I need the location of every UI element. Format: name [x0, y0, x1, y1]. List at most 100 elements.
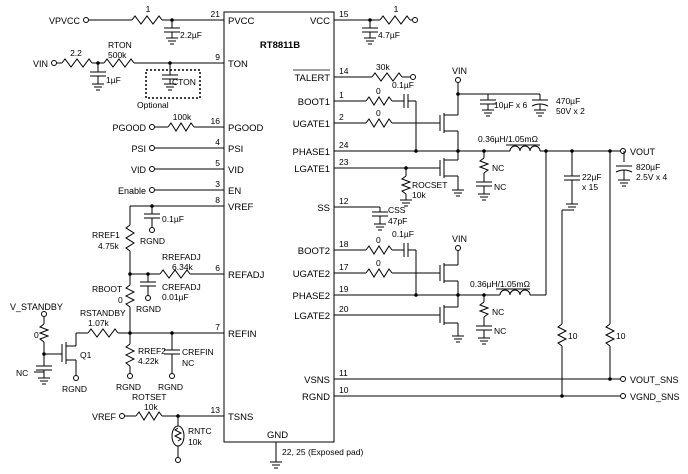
pin-num-ss: 12 — [339, 196, 349, 206]
pin-label-lgate1: LGATE1 — [294, 164, 330, 175]
c-vin-value: 1µF — [106, 75, 121, 85]
cboot1-capacitor — [403, 94, 409, 108]
rntc-thermistor-body — [171, 425, 185, 447]
rugate2-value: 0 — [376, 258, 381, 268]
rref1-name: RREF1 — [92, 230, 120, 240]
c-vref-rgnd-label: RGND — [140, 236, 165, 246]
pin-label-ugate1: UGATE1 — [293, 119, 330, 130]
rocset-value: 10k — [412, 190, 426, 200]
q1-rgnd-label: RGND — [62, 384, 87, 394]
r-pvcc-resistor — [131, 15, 163, 25]
c-out-ceramic-ground — [566, 203, 578, 211]
cin-bulk-rating: 50V x 2 — [556, 106, 585, 116]
pin-label-tsns: TSNS — [228, 412, 253, 423]
pin-num-gnd: 22, 25 (Exposed pad) — [282, 447, 363, 457]
cton-optional-box — [145, 69, 201, 99]
pin-label-psi: PSI — [228, 144, 243, 155]
c-out-ceramic-qty: x 15 — [582, 182, 598, 192]
right-pin-stubs — [334, 19, 362, 397]
vcc-input-terminal — [412, 17, 418, 23]
q-low-side-1 — [439, 151, 459, 190]
v-standby-label: V_STANDBY — [10, 302, 63, 312]
pin-num-en: 3 — [215, 179, 220, 189]
rntc-thermistor — [173, 427, 183, 442]
r-vsns-value: 10 — [616, 331, 626, 341]
pin-num-lgate1: 23 — [339, 157, 349, 167]
pin-label-vcc: VCC — [310, 16, 330, 27]
nc-snubber-r2 — [478, 301, 490, 318]
css-capacitor — [372, 211, 388, 217]
ic-body — [223, 11, 335, 443]
vgnd-sns-terminal — [620, 393, 626, 399]
c-vcc-capacitor — [362, 27, 378, 33]
rton-name: RTON — [108, 40, 132, 50]
enable-terminal — [149, 187, 155, 193]
r-vin-resistor — [61, 58, 93, 68]
pin-label-talert: TALERT — [294, 73, 330, 84]
rotset-name: ROTSET — [132, 392, 166, 402]
rref2-rgnd-label: RGND — [116, 382, 141, 392]
vout-terminal — [620, 148, 626, 154]
cton-optional-label: Optional — [137, 100, 169, 110]
c-pvcc-ground — [166, 37, 178, 45]
vid-label: VID — [131, 165, 147, 175]
pin-label-pvcc: PVCC — [228, 16, 255, 27]
r-q1-gate-resistor — [38, 323, 50, 343]
nc-snubber-r1 — [478, 157, 490, 174]
r-pgood-resistor — [167, 122, 195, 132]
pin-num-vcc: 15 — [339, 9, 349, 19]
vin-top1-label: VIN — [452, 66, 467, 76]
c-out-bulk-value: 820µF — [636, 162, 660, 172]
pin-label-refin: REFIN — [228, 329, 257, 340]
rocset-ground — [400, 199, 412, 207]
c-nc-q1-capacitor — [36, 365, 52, 371]
pin-label-boot1: BOOT1 — [298, 97, 330, 108]
pin-label-phase1: PHASE1 — [293, 147, 331, 158]
nc-snubber-c1 — [476, 181, 492, 187]
rref2-value: 4.22k — [138, 356, 160, 366]
vin-top1-terminal — [455, 77, 461, 83]
r-rgnd-resistor — [556, 323, 568, 347]
l1-inductor — [509, 145, 541, 152]
pin-label-ss: SS — [317, 203, 330, 214]
pgood-terminal — [149, 124, 155, 130]
nc-snubber-r1-label: NC — [492, 163, 504, 173]
pin-num-refadj: 6 — [215, 263, 220, 273]
rboot-value: 0 — [118, 295, 123, 305]
rotset-resistor — [135, 411, 163, 421]
q-low-side-1-ground — [452, 189, 464, 197]
r-pgood-value: 100k — [173, 112, 192, 122]
rboot1-resistor — [365, 96, 393, 106]
crefadj-rgnd-terminal — [145, 295, 151, 301]
rrefadj-value: 6.34k — [172, 262, 194, 272]
r-vin-value: 2.2 — [70, 48, 82, 58]
rstandby-value: 1.07k — [88, 318, 110, 328]
r-vcc-resistor — [379, 15, 411, 25]
vref-tsns-terminal — [119, 413, 125, 419]
pin-label-pgood: PGOOD — [228, 123, 264, 134]
pin-label-ton: TON — [228, 59, 248, 70]
ic-name: RT8811B — [260, 40, 300, 51]
rrefadj-name: RREFADJ — [162, 252, 201, 262]
nc-snubber-2-ground — [478, 337, 490, 345]
psi-terminal — [149, 145, 155, 151]
rntc-name: RNTC — [188, 426, 212, 436]
c-out-ceramic-value: 22µF — [582, 172, 602, 182]
rrefadj-resistor — [159, 269, 191, 279]
v-standby-terminal — [41, 311, 47, 317]
rugate2-resistor — [365, 268, 393, 278]
q1-label: Q1 — [80, 350, 92, 360]
q-high-side-1 — [439, 113, 459, 151]
cin-bulk-value: 470µF — [556, 96, 580, 106]
c-vcc-value: 4.7µF — [378, 30, 400, 40]
q-high-side-2 — [439, 263, 459, 295]
cboot2-capacitor — [403, 243, 409, 257]
pin-label-en: EN — [228, 186, 241, 197]
c-out-ceramic-capacitor — [564, 175, 580, 181]
vout-sns-label: VOUT_SNS — [630, 375, 679, 385]
pin-num-psi: 4 — [215, 137, 220, 147]
pin-num-talert: 14 — [339, 66, 349, 76]
crefin-value: NC — [182, 358, 194, 368]
r-vcc-value: 1 — [394, 4, 399, 14]
nc-snubber-c2 — [476, 325, 492, 331]
